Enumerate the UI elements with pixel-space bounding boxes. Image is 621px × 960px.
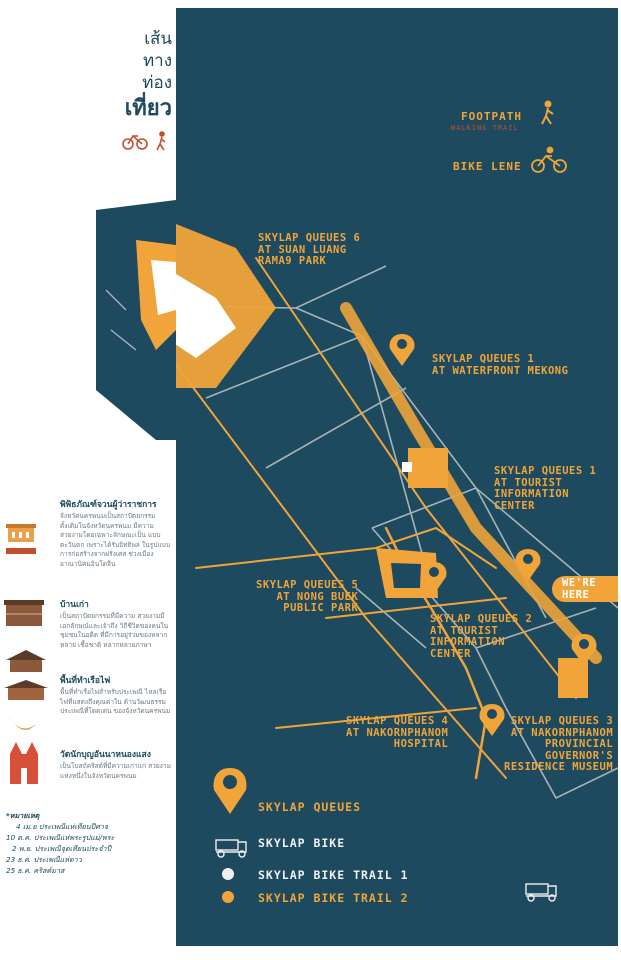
trail-1-roads (176, 265, 618, 800)
title-block: เส้น ทาง ท่อง เที่ยว (96, 28, 172, 122)
legend-body-old-house: เป็นสถาปัตยกรรมที่มีความ สวยงามมีเอกลักษ… (60, 612, 169, 649)
legend-body-fire-boat: พื้นที่ทำเรือไฟสำหรับประเพณี ไหลเรือไฟที… (60, 688, 171, 715)
notes-heading: *หมายเหตุ (6, 811, 40, 820)
note-item: 25 ธ.ค. คริสต์มาส (6, 866, 65, 875)
queue-markers (389, 334, 597, 736)
legend-heading-fire-boat: พื้นที่ทำเรือไฟ (60, 676, 111, 686)
here-badge[interactable]: WE'RE HERE (552, 576, 618, 602)
title-line-1: เส้น (144, 29, 172, 49)
legend-queues-label: SKYLAP QUEUES (258, 800, 362, 814)
note-item: 2 พ.ย. ประเพณีจุดเทียนประจำปี (12, 844, 112, 853)
tuk-tuk-icon (215, 839, 247, 858)
label-queue-5: SKYLAP QUEUES 5 AT NONG BUEK PUBLIC PARK (256, 579, 359, 614)
here-badge-text: WE'RE HERE (562, 577, 597, 601)
map-pin-icon[interactable] (571, 634, 597, 666)
map-pin-icon[interactable] (389, 334, 415, 366)
title-line-2: ทาง (142, 51, 172, 71)
legend-trail-2-label: SKYLAP BIKE TRAIL 2 (258, 891, 409, 905)
nong-buek-park (376, 548, 438, 598)
note-item: 10 ต.ค. ประเพณีแห่พระรูปแม่/พระ (6, 833, 115, 842)
trail-2-dot-icon (222, 891, 234, 903)
legend-heading-museum: พิพิธภัณฑ์จวนผู้ว่าราชการ (60, 500, 157, 510)
walker-icon (541, 100, 554, 125)
label-queue-3: SKYLAP QUEUES 3 AT NAKORNPHANOM PROVINCI… (504, 715, 614, 773)
building-block (408, 448, 448, 488)
bike-lane-label: BIKE LENE (453, 160, 522, 173)
bike-icon (531, 146, 567, 173)
trail-1-dot-icon (222, 868, 234, 880)
suan-luang-park (176, 224, 276, 388)
title-line-4: เที่ยว (124, 95, 172, 121)
label-queue-2: SKYLAP QUEUES 2 AT TOURIST INFORMATION C… (430, 613, 533, 660)
bike-icon (122, 134, 148, 150)
church-icon (8, 714, 40, 784)
legend-heading-old-house: บ้านเก่า (60, 600, 89, 610)
note-item: 23 ธ.ค. ประเพณีแห่ดาว (6, 855, 82, 864)
tuk-tuk-icon (525, 883, 557, 902)
map-pin-icon[interactable] (421, 562, 447, 594)
legend-body-church: เป็นโบสถ์คริสต์ที่มีความเก่าแก่ สวยงามแห… (60, 762, 171, 780)
note-item: 4 เม.ย ประเพณีแห่เทียนปีศาจ (16, 822, 109, 831)
map-panel: FOOTPATH WALKING TRAIL BIKE LENE SKYLAP … (176, 8, 618, 946)
footpath-label: FOOTPATH (461, 110, 522, 123)
museum-icon (6, 524, 36, 554)
label-queue-6: SKYLAP QUEUES 6 AT SUAN LUANG RAMA9 PARK (258, 232, 361, 267)
building-block (402, 462, 412, 472)
old-house-icon (4, 600, 44, 626)
walker-icon (156, 131, 166, 151)
fire-boat-icon (4, 650, 48, 700)
legend-heading-church: วัดนักบุญอันนาหนองแสง (60, 750, 151, 760)
legend-body-museum: จังหวัดนครพนมเป็นสถาปัตยกรรม ดั้งเดิมในจ… (60, 512, 171, 568)
legend-bike-label: SKYLAP BIKE (258, 836, 346, 850)
title-line-3: ท่อง (142, 73, 172, 93)
label-queue-4: SKYLAP QUEUES 4 AT NAKORNPHANOM HOSPITAL (346, 715, 449, 750)
notes: *หมายเหตุ 4 เม.ย ประเพณีแห่เทียนปีศาจ 10… (6, 810, 114, 876)
map-pin-icon (213, 768, 247, 814)
map-overflow (96, 200, 176, 440)
label-queue-1-tourist: SKYLAP QUEUES 1 AT TOURIST INFORMATION C… (494, 465, 597, 512)
building-block (558, 658, 588, 698)
legend-trail-1-label: SKYLAP BIKE TRAIL 1 (258, 868, 409, 882)
label-queue-1-waterfront: SKYLAP QUEUES 1 AT WATERFRONT MEKONG (432, 353, 569, 377)
map-pin-icon[interactable] (479, 704, 505, 736)
map-pin-icon[interactable] (515, 549, 541, 581)
title-icons (122, 131, 166, 151)
footpath-sublabel: WALKING TRAIL (451, 124, 519, 132)
map-drawing (176, 100, 618, 903)
